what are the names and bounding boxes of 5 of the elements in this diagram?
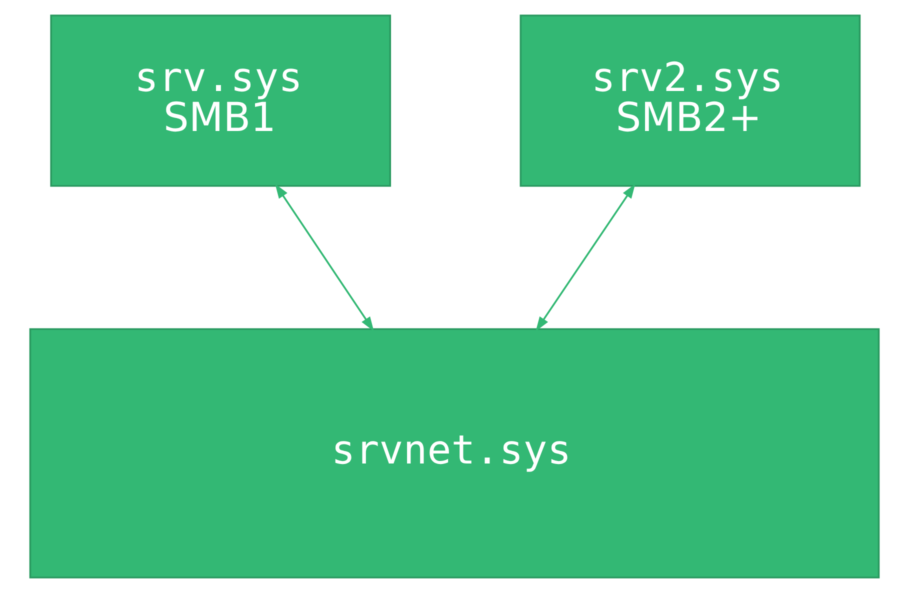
node-box: srv.sys SMB1 bbox=[50, 14, 391, 187]
arrow bbox=[274, 184, 374, 332]
arrow bbox=[535, 184, 635, 332]
node-box: srv2.sys SMB2+ bbox=[519, 14, 860, 187]
node-box: srvnet.sys bbox=[28, 328, 880, 578]
